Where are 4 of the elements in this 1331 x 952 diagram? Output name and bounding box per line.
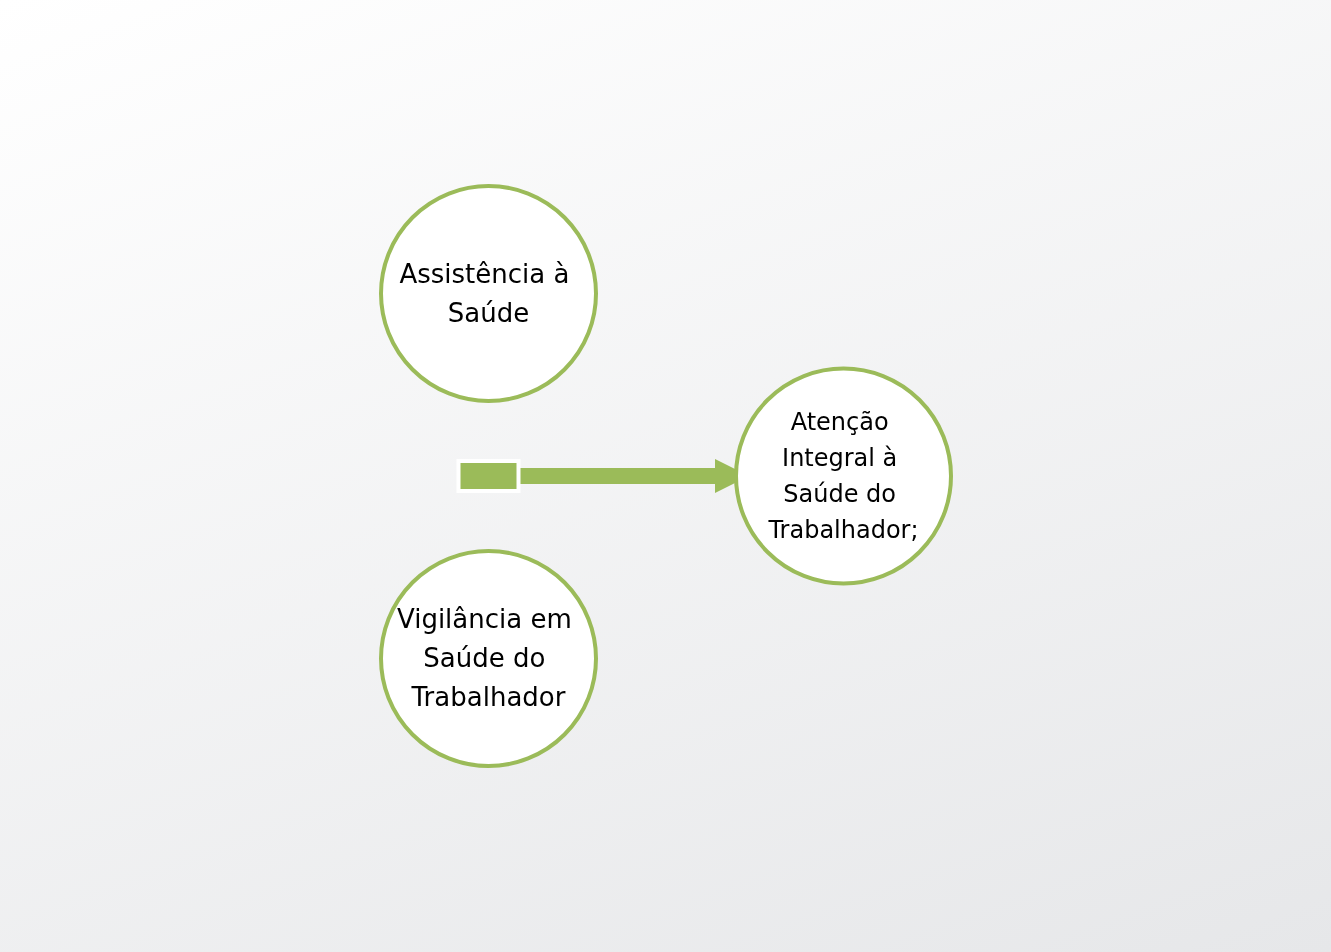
node-circle: Atenção Integral à Saúde do Trabalhador; [733,366,953,586]
node-plus [456,459,520,493]
node-circle: Assistência à Saúde [378,184,598,403]
node-circle: Vigilância em Saúde do Trabalhador [378,549,598,768]
